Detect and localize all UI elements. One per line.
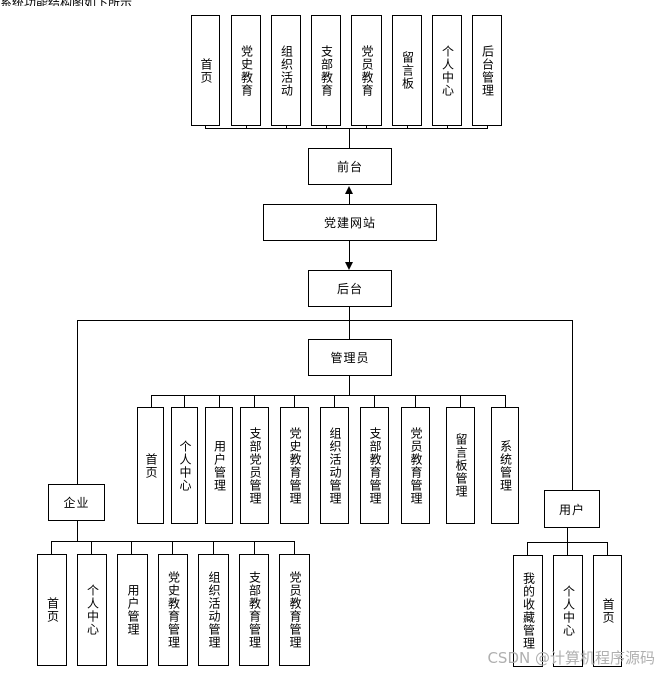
connector (334, 395, 335, 407)
company-item-personal-center: 个人中心 (77, 554, 107, 666)
connector (219, 395, 220, 407)
company-item-user-mgmt: 用户管理 (117, 554, 148, 666)
admin-item-branch-member-mgmt: 支部党员管理 (240, 407, 269, 524)
connector (91, 541, 92, 554)
connector (77, 320, 78, 484)
front-item-party-history: 党史教育 (231, 15, 261, 126)
connector (527, 542, 528, 555)
front-item-org-activity: 组织活动 (271, 15, 301, 126)
connector (205, 125, 206, 129)
connector (213, 541, 214, 554)
connector (51, 541, 295, 542)
front-item-branch-edu: 支部教育 (311, 15, 341, 126)
company-item-org-activity-mgmt: 组织活动管理 (198, 554, 229, 666)
connector (349, 376, 350, 395)
connector (294, 395, 295, 407)
connector (349, 128, 350, 148)
connector (407, 125, 408, 129)
admin-item-personal-center: 个人中心 (171, 407, 198, 524)
arrow-down-icon (345, 262, 353, 270)
front-item-home: 首页 (191, 15, 220, 126)
connector (567, 542, 568, 555)
connector (505, 395, 506, 407)
connector (286, 125, 287, 129)
company-item-member-edu-mgmt: 党员教育管理 (279, 554, 310, 666)
admin-item-user-mgmt: 用户管理 (205, 407, 233, 524)
connector (151, 395, 506, 396)
user-item-personal-center: 个人中心 (553, 555, 583, 667)
front-item-backend-mgmt: 后台管理 (472, 15, 502, 126)
connector (131, 541, 132, 554)
user-item-favorites-mgmt: 我的收藏管理 (513, 555, 543, 667)
front-item-personal-center: 个人中心 (432, 15, 462, 126)
admin-item-org-activity-mgmt: 组织活动管理 (320, 407, 349, 524)
admin-item-branch-edu-mgmt: 支部教育管理 (360, 407, 389, 524)
front-item-message-board: 留言板 (392, 15, 422, 126)
company-item-home: 首页 (37, 554, 67, 666)
connector (77, 521, 78, 541)
connector (184, 395, 185, 407)
front-item-member-edu: 党员教育 (351, 15, 382, 126)
site-node: 党建网站 (263, 204, 437, 241)
connector (51, 541, 52, 554)
watermark: CSDN @计算机程序源码 (487, 649, 655, 667)
connector (294, 541, 295, 554)
connector (572, 320, 573, 490)
company-node: 企业 (48, 484, 105, 521)
connector (205, 128, 488, 129)
user-node: 用户 (544, 490, 600, 528)
connector (460, 395, 461, 407)
connector (151, 395, 152, 407)
company-item-branch-edu-mgmt: 支部教育管理 (239, 554, 269, 666)
admin-item-home: 首页 (137, 407, 164, 524)
connector (172, 541, 173, 554)
connector (246, 125, 247, 129)
admin-item-message-board-mgmt: 留言板管理 (446, 407, 475, 524)
connector (607, 542, 608, 555)
user-item-home: 首页 (593, 555, 622, 667)
admin-item-system-mgmt: 系统管理 (491, 407, 519, 524)
connector (567, 528, 568, 542)
connector (349, 192, 350, 204)
arrow-up-icon (345, 186, 353, 194)
connector (447, 125, 448, 129)
cut-off-caption: 系统功能结构图如下所示 (0, 0, 180, 6)
connector (349, 307, 350, 339)
company-item-party-history-mgmt: 党史教育管理 (158, 554, 188, 666)
connector (415, 395, 416, 407)
connector (326, 125, 327, 129)
connector (374, 395, 375, 407)
admin-node: 管理员 (308, 339, 392, 376)
front-node: 前台 (308, 148, 392, 185)
connector (254, 395, 255, 407)
back-node: 后台 (308, 270, 392, 307)
connector (366, 125, 367, 129)
admin-item-party-history-mgmt: 党史教育管理 (280, 407, 309, 524)
connector (349, 241, 350, 262)
connector (487, 125, 488, 129)
connector (77, 320, 573, 321)
admin-item-member-edu-mgmt: 党员教育管理 (401, 407, 430, 524)
connector (254, 541, 255, 554)
